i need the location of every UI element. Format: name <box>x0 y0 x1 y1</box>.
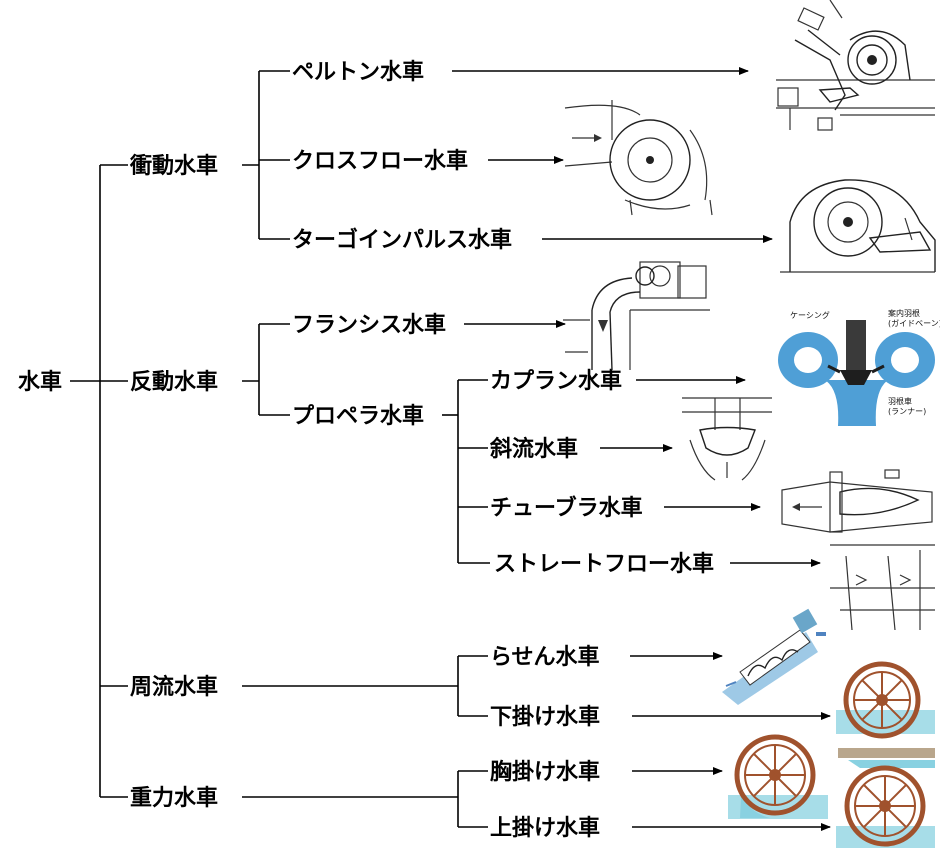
overshot-illustration <box>836 760 935 848</box>
crossflow-illustration <box>564 100 713 216</box>
item-breastshot: 胸掛け水車 <box>490 759 600 785</box>
item-francis: フランシス水車 <box>292 313 446 338</box>
item-diagonal: 斜流水車 <box>489 436 578 462</box>
spiral-illustration <box>722 608 826 705</box>
turgo-illustration <box>780 179 936 273</box>
straightflow-illustration <box>830 544 935 631</box>
kaplan-runner-label-2: (ランナー) <box>888 407 926 416</box>
labels: 水車 衝動水車 反動水車 周流水車 重力水車 ペルトン水車 クロスフロー水車 タ… <box>18 60 714 841</box>
item-crossflow: クロスフロー水車 <box>292 149 468 174</box>
tree-connectors <box>70 70 490 828</box>
item-turgo: ターゴインパルス水車 <box>292 227 512 253</box>
item-overshot: 上掛け水車 <box>490 816 600 841</box>
breastshot-illustration <box>728 734 935 819</box>
category-reaction: 反動水車 <box>130 370 218 395</box>
item-propeller: プロペラ水車 <box>292 404 424 429</box>
kaplan-guidevane-label-2: (ガイドベーン) <box>888 318 940 328</box>
category-circumferential: 周流水車 <box>130 674 218 700</box>
illustration-arrows <box>452 67 831 831</box>
item-kaplan: カプラン水車 <box>490 369 622 394</box>
root-label: 水車 <box>18 370 62 395</box>
category-impulse: 衝動水車 <box>129 154 218 179</box>
pelton-illustration <box>776 0 935 131</box>
undershot-illustration <box>836 661 935 739</box>
francis-illustration <box>563 261 710 371</box>
kaplan-runner-label-1: 羽根車 <box>888 396 912 406</box>
item-straightflow: ストレートフロー水車 <box>494 552 714 577</box>
item-tubular: チューブラ水車 <box>490 495 643 521</box>
kaplan-casing-label: ケーシング <box>790 310 830 320</box>
kaplan-guidevane-label-1: 案内羽根 <box>888 308 920 318</box>
item-pelton: ペルトン水車 <box>292 60 424 85</box>
diagonal-illustration <box>682 397 772 481</box>
item-undershot: 下掛け水車 <box>490 705 600 730</box>
category-gravity: 重力水車 <box>130 786 218 811</box>
item-spiral: らせん水車 <box>490 645 600 670</box>
kaplan-illustration: ケーシング 案内羽根 (ガイドベーン) 羽根車 (ランナー) <box>778 308 940 426</box>
tubular-illustration <box>781 469 933 533</box>
